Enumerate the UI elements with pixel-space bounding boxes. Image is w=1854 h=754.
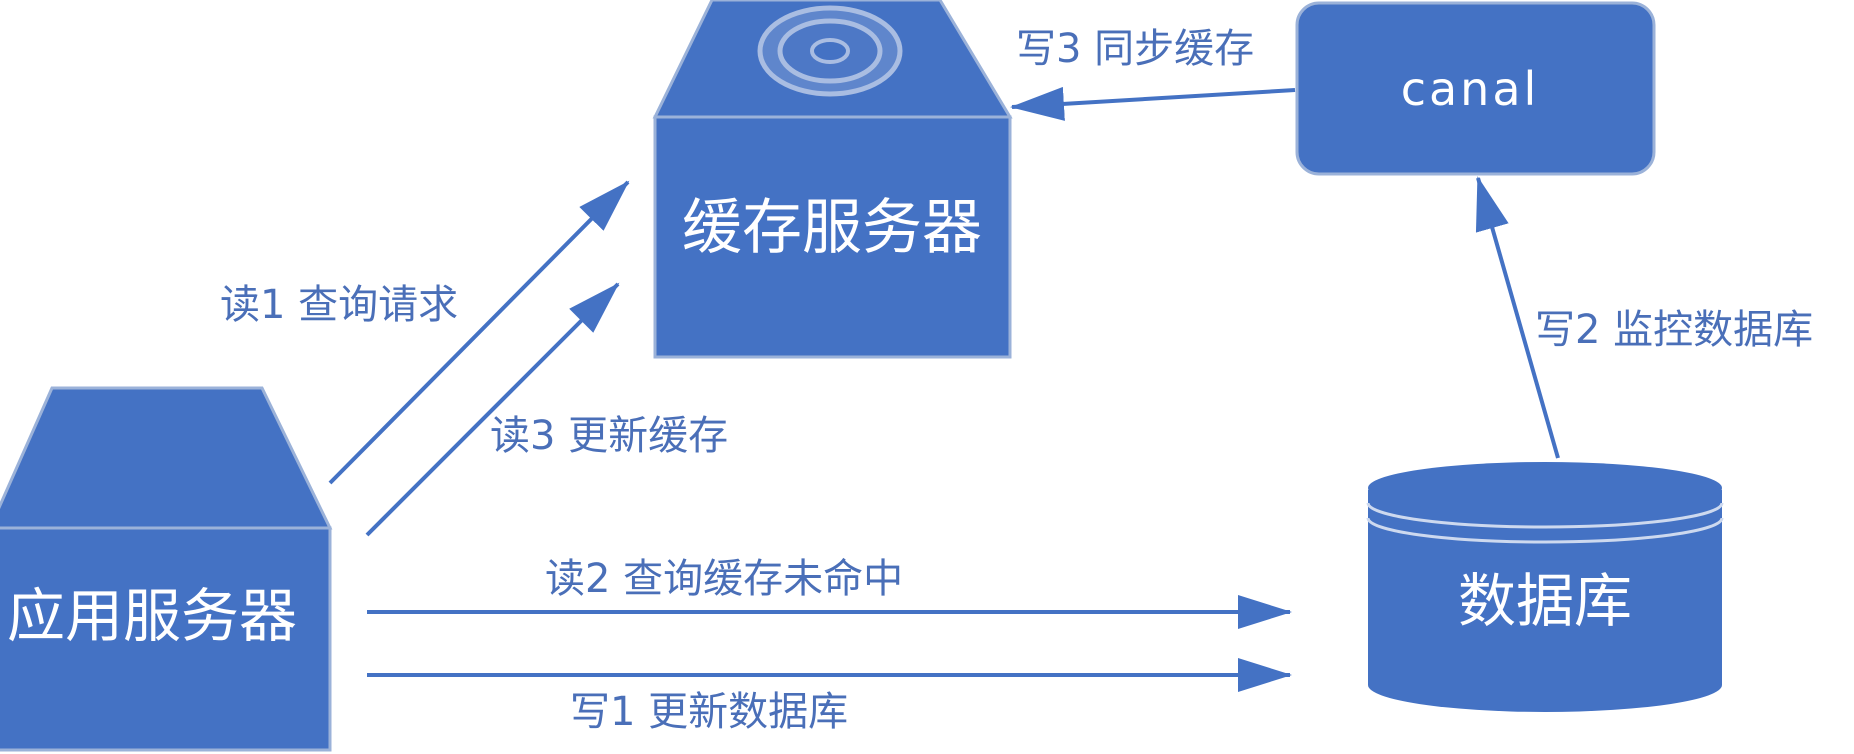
cache-server-body (653, 115, 1012, 359)
edge-read1: 读1 查询请求 (220, 180, 630, 485)
canal-label: canal (1401, 62, 1540, 116)
cache-server-node: 缓存服务器 (652, 0, 1013, 359)
edge-write2-label: 写2 监控数据库 (1535, 307, 1813, 353)
edge-read3-label: 读3 更新缓存 (490, 413, 728, 459)
edge-read3: 读3 更新缓存 (365, 282, 728, 537)
edge-write1: 写1 更新数据库 (367, 658, 1292, 735)
database-node: 数据库 (1366, 462, 1724, 712)
edge-write2-arrow (1475, 176, 1560, 459)
database-cylinder-top (1368, 462, 1722, 514)
database-label: 数据库 (1458, 567, 1632, 635)
edge-read1-label: 读1 查询请求 (220, 282, 458, 328)
canal-node: canal (1295, 1, 1656, 176)
app-server-label: 应用服务器 (7, 582, 297, 650)
cache-server-label: 缓存服务器 (682, 193, 982, 263)
edge-read3-arrow (365, 282, 620, 537)
disc-icon (757, 5, 903, 97)
database-cylinder-body (1368, 490, 1722, 712)
edge-read2-label: 读2 查询缓存未命中 (545, 556, 903, 602)
edge-read2: 读2 查询缓存未命中 (367, 556, 1292, 629)
edge-write2: 写2 监控数据库 (1475, 176, 1813, 459)
app-server-top-shape (0, 386, 333, 530)
edge-write3: 写3 同步缓存 (1010, 26, 1296, 121)
edge-read1-arrow (328, 180, 630, 485)
edge-write3-arrow (1010, 86, 1296, 121)
app-server-body (0, 526, 332, 752)
edge-write3-label: 写3 同步缓存 (1016, 26, 1254, 72)
app-server-node: 应用服务器 (0, 386, 333, 752)
edge-write1-label: 写1 更新数据库 (570, 689, 848, 735)
canal-box (1295, 1, 1656, 176)
